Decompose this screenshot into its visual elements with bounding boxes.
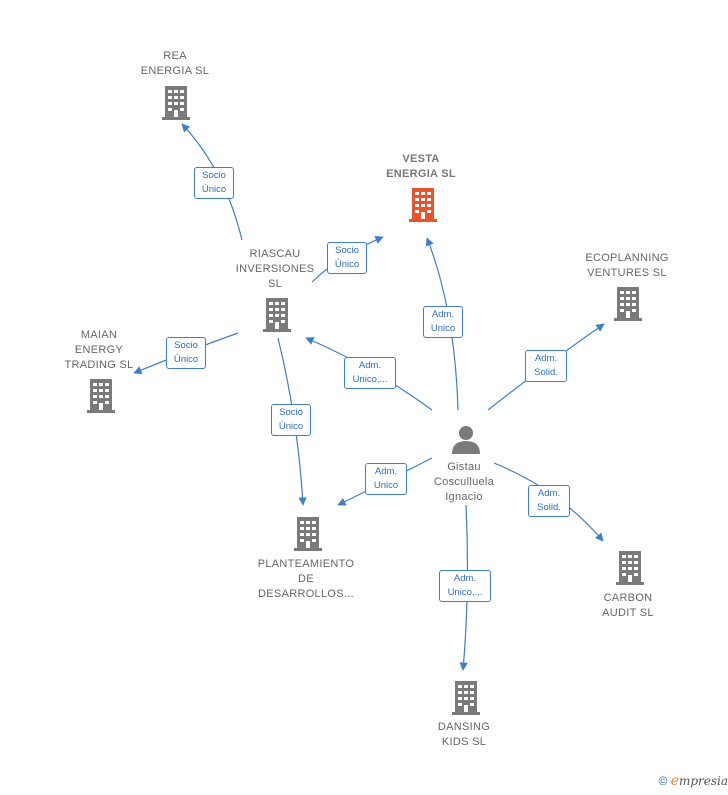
planteamiento-label-line: DE — [298, 573, 314, 585]
edge-label-line: Adm. — [537, 488, 561, 499]
dansing-building-icon[interactable] — [450, 681, 482, 715]
carbon-building-icon[interactable] — [614, 551, 646, 585]
riascau-building-icon[interactable] — [261, 298, 293, 332]
vesta-label-line: ENERGIA SL — [386, 168, 456, 180]
edge-label-person-planteamiento[interactable]: Adm. Unico — [365, 463, 407, 495]
planteamiento-label-line: DESARROLLOS... — [258, 588, 354, 600]
carbon-label-line: CARBON — [603, 592, 653, 604]
person-icon[interactable] — [450, 424, 482, 454]
edge-label-person-dansing[interactable]: Adm. Unico,... — [439, 570, 491, 602]
edge-label-line: Solid. — [534, 367, 558, 378]
planteamiento-label[interactable]: PLANTEAMIENTO DE DESARROLLOS... — [246, 557, 366, 602]
edge-label-line: Único — [334, 259, 360, 270]
vesta-label[interactable]: VESTA ENERGIA SL — [366, 152, 476, 182]
edge-label-riascau-maian[interactable]: Socio Único — [166, 337, 206, 369]
dansing-label-line: DANSING — [437, 721, 491, 733]
edge-label-person-riascau[interactable]: Adm. Unico,... — [344, 357, 396, 389]
edge-label-line: Adm. — [358, 360, 382, 371]
edge-label-line: Adm. — [374, 466, 398, 477]
dansing-label-line: KIDS SL — [441, 736, 487, 748]
maian-label-line: MAIAN — [80, 329, 118, 341]
edge-label-line: Unico — [373, 480, 399, 491]
carbon-label-line: AUDIT SL — [602, 607, 654, 619]
rea-label-line: ENERGIA SL — [140, 65, 210, 77]
edge-label-riascau-planteamiento[interactable]: Socio Único — [271, 404, 311, 436]
edge-label-line: Socio — [279, 407, 303, 418]
carbon-label[interactable]: CARBON AUDIT SL — [573, 591, 683, 621]
planteamiento-building-icon[interactable] — [292, 517, 324, 551]
edge-label-line: Unico,... — [447, 587, 483, 598]
ecoplanning-label-line: ECOPLANNING — [585, 252, 669, 264]
ecoplanning-label-line: VENTURES SL — [587, 267, 667, 279]
dansing-label[interactable]: DANSING KIDS SL — [409, 720, 519, 750]
brand-initial: e — [670, 773, 679, 789]
maian-building-icon[interactable] — [85, 379, 117, 413]
edge-label-line: Unico — [430, 323, 456, 334]
edge-label-line: Adm. — [453, 573, 477, 584]
vesta-label-line: VESTA — [402, 153, 440, 165]
ecoplanning-label[interactable]: ECOPLANNING VENTURES SL — [571, 251, 683, 281]
maian-label-line: ENERGY — [74, 344, 124, 356]
person-label-line: Ignacio — [445, 491, 483, 503]
edge-label-riascau-rea[interactable]: Socio Único — [194, 167, 234, 199]
ecoplanning-building-icon[interactable] — [612, 287, 644, 321]
edge-label-line: Socio — [174, 340, 198, 351]
rea-label-line: REA — [163, 50, 187, 62]
edge-label-line: Adm. — [534, 353, 558, 364]
brand-name: mpresia — [678, 774, 728, 788]
edge-label-line: Solid. — [537, 502, 561, 513]
person-label-line: Cosculluela — [433, 476, 495, 488]
edge-label-person-carbon[interactable]: Adm. Solid. — [528, 485, 570, 517]
footer-brand[interactable]: © empresia — [658, 773, 728, 789]
rea-label[interactable]: REA ENERGIA SL — [120, 49, 230, 79]
edge-label-line: Único — [278, 421, 304, 432]
edge-label-line: Adm. — [431, 309, 455, 320]
edge-label-person-vesta[interactable]: Adm. Unico — [423, 306, 463, 338]
maian-label[interactable]: MAIAN ENERGY TRADING SL — [44, 328, 154, 373]
riascau-label-line: SL — [267, 278, 283, 290]
riascau-label-line: RIASCAU — [249, 248, 301, 260]
edge-label-line: Socio — [335, 245, 359, 256]
edge-label-line: Único — [201, 184, 227, 195]
edge-label-line: Único — [173, 354, 199, 365]
edge-label-riascau-vesta[interactable]: Socio Único — [327, 242, 367, 274]
copyright-icon: © — [658, 774, 668, 788]
edge-label-line: Socio — [202, 170, 226, 181]
edge-label-person-ecoplanning[interactable]: Adm. Solid. — [525, 350, 567, 382]
riascau-label-line: INVERSIONES — [235, 263, 315, 275]
person-label-line: Gistau — [447, 461, 481, 473]
planteamiento-label-line: PLANTEAMIENTO — [257, 558, 355, 570]
rea-building-icon[interactable] — [160, 86, 192, 120]
person-label[interactable]: Gistau Cosculluela Ignacio — [409, 460, 519, 505]
maian-label-line: TRADING SL — [64, 359, 134, 371]
vesta-building-icon[interactable] — [407, 188, 439, 222]
riascau-label[interactable]: RIASCAU INVERSIONES SL — [220, 247, 330, 292]
edge-label-line: Unico,... — [352, 374, 388, 385]
